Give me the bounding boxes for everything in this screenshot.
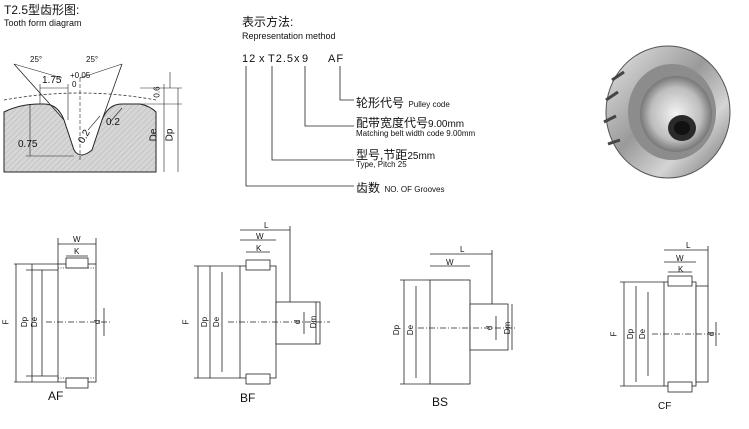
bf-label-dp: Dp [200,316,210,328]
bs-label-l: L [460,245,465,254]
tooth-tol-zero: 0 [72,80,77,89]
rep-item-type-pitch: 型号,节距25mm [356,147,435,163]
bf-label-w: W [256,232,264,241]
rep-item-en: NO. OF Grooves [384,185,445,194]
af-label-dp: Dp [20,316,30,328]
pulley-af-drawing [14,238,112,389]
bs-label-w: W [446,258,454,267]
rep-item-type-pitch-en: Type, Pitch 25 [356,160,407,169]
cf-label-dp: Dp [626,328,636,340]
cf-label-w: W [676,254,684,263]
rep-item-value: 9.00mm [428,119,465,130]
bs-label-dp: Dp [392,324,402,336]
bf-label-dm: Dm [309,315,319,329]
cf-label-de: De [638,328,648,340]
af-label-f: F [1,319,11,325]
af-label-k: K [74,247,80,256]
rep-item-belt-width: 配带宽度代号9.00mm [356,115,464,131]
tooth-top: 0.6 [152,86,162,98]
af-label-de: De [30,316,40,328]
rep-item-cn: 齿数 [356,181,381,195]
rep-item-cn: 型号,节距 [356,148,408,162]
cf-label-l: L [686,241,691,250]
bf-label-de: De [212,316,222,328]
rep-item-cn: 轮形代号 [356,96,405,110]
bs-type-label: BS [432,395,449,409]
cf-label-k: K [678,265,684,274]
cf-label-d: d [707,331,717,337]
pulley-bs-drawing [400,250,516,385]
rep-item-pulley-code: 轮形代号 Pulley code [356,95,450,111]
bf-label-f: F [181,319,191,325]
rep-item-en: Pulley code [408,100,450,109]
cf-type-label: CF [658,401,672,412]
bf-label-d: d [293,319,303,325]
tooth-angle-left: 25° [30,55,43,64]
code-part-grooves: 12 [242,53,257,65]
af-label-w: W [73,235,81,244]
rep-item-belt-width-en: Matching belt width code 9.00mm [356,129,476,138]
pulley-photo [595,38,735,182]
rep-item-grooves: 齿数 NO. OF Grooves [356,180,444,196]
tooth-depth: 0.75 [18,139,38,150]
tooth-form-subtitle: Tooth form diagram [4,18,82,28]
representation-title: 表示方法: [242,15,294,29]
tooth-form-title: T2.5型齿形图: [4,3,80,17]
tooth-de: De [148,128,160,142]
code-part-x2: x [294,53,301,65]
bf-type-label: BF [240,391,256,405]
tooth-dp: Dp [164,128,176,142]
rep-item-cn: 配带宽度代号 [356,116,429,130]
code-part-pulley: AF [328,53,345,65]
pulley-bf-drawing [194,226,330,385]
bs-label-d: d [485,325,495,331]
tooth-profile [3,63,182,173]
af-label-d: d [93,319,103,325]
bf-label-l: L [264,221,269,230]
bf-label-k: K [256,244,262,253]
code-part-type: T2.5 [268,53,295,65]
bs-label-dm: Dm [503,321,513,335]
bs-label-de: De [406,324,416,336]
code-part-x1: x [259,53,266,65]
af-type-label: AF [48,389,64,403]
representation-subtitle: Representation method [242,31,336,41]
tooth-width: 1.75 [42,75,62,86]
code-part-width: 9 [302,53,310,65]
rep-item-value: 25mm [407,151,436,162]
pulley-cf-drawing [620,246,720,393]
representation-leaders [245,66,354,187]
tooth-tol-plus: +0.05 [70,71,91,80]
cf-label-f: F [609,331,619,337]
tooth-angle-right: 25° [86,55,99,64]
tooth-r-small2: 0.2 [106,117,120,128]
